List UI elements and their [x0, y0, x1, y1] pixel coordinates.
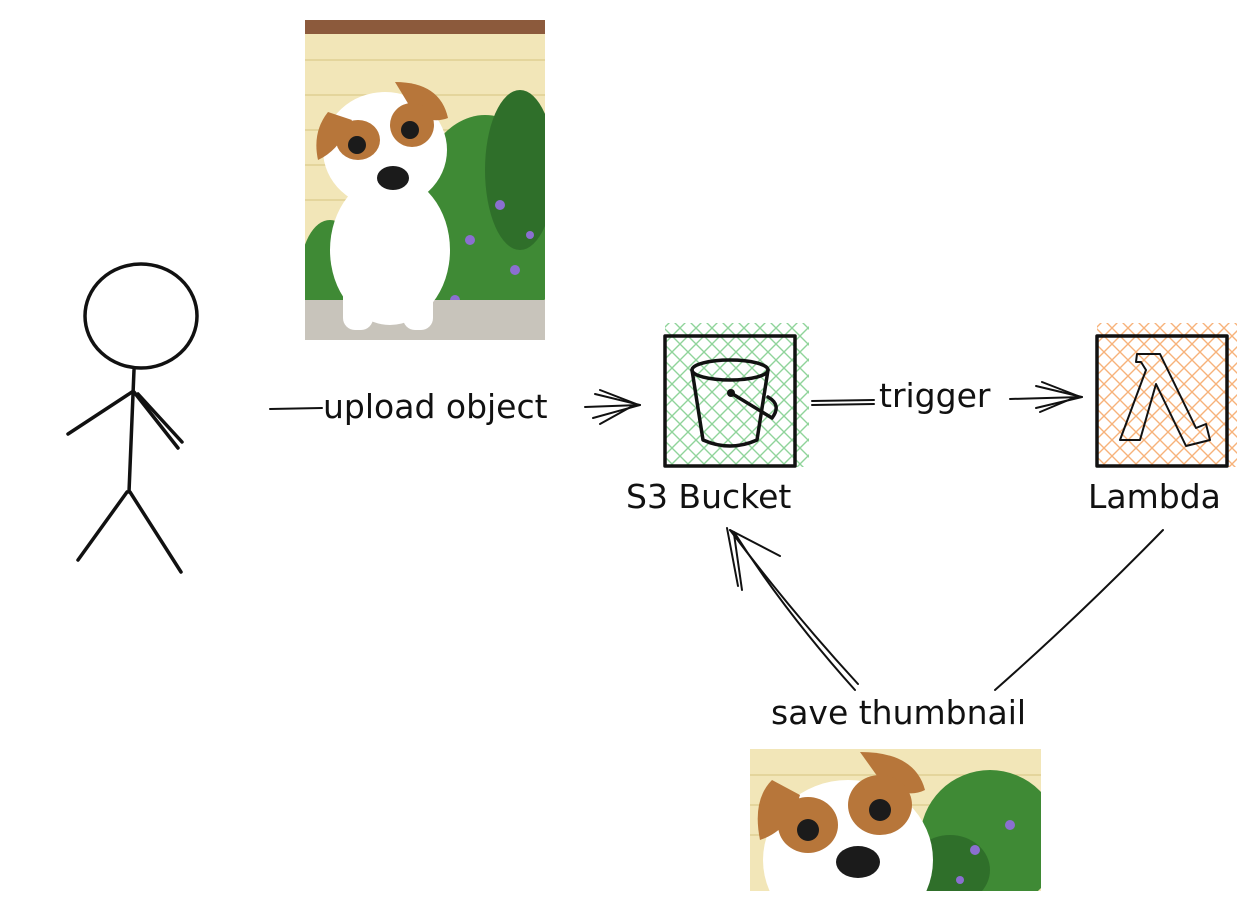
puppy-thumbnail [750, 749, 1041, 891]
s3-bucket-label: S3 Bucket [626, 477, 791, 516]
save-thumbnail-arrow [726, 527, 1164, 691]
lambda-node[interactable] [1095, 323, 1237, 468]
s3-bucket-node[interactable] [663, 323, 809, 468]
user-stick-figure [66, 262, 199, 574]
upload-arrow [269, 389, 641, 425]
lambda-label: Lambda [1088, 477, 1221, 516]
upload-label: upload object [323, 387, 548, 426]
bucket-icon [690, 358, 778, 448]
trigger-arrow [811, 381, 1083, 413]
puppy-photo [305, 20, 545, 340]
trigger-label: trigger [879, 376, 991, 415]
lambda-icon [1119, 353, 1211, 447]
save-thumbnail-label: save thumbnail [771, 693, 1026, 732]
